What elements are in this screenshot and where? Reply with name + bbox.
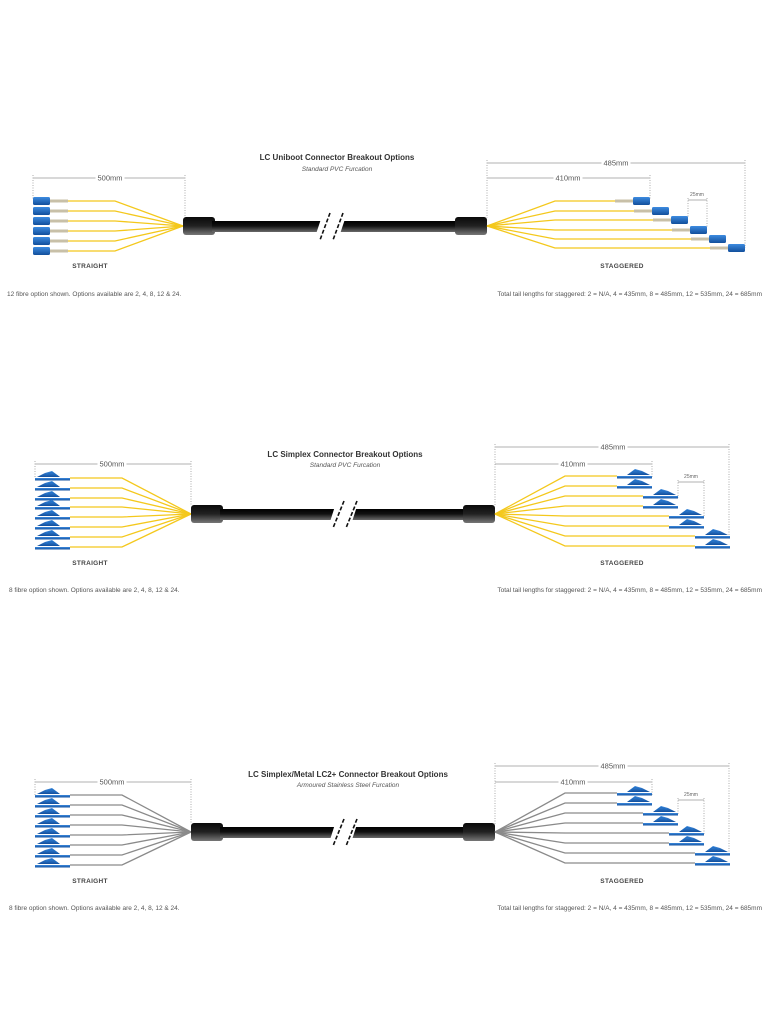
right-simplex-connectors: [617, 786, 730, 866]
fibre-options-note: 8 fibre option shown. Options available …: [9, 587, 180, 594]
tail-lengths-note: Total tail lengths for staggered: 2 = N/…: [497, 291, 762, 298]
straight-label: STRAIGHT: [72, 263, 108, 270]
right-fibres: [494, 475, 695, 547]
staggered-first-length-label: 410mm: [558, 777, 588, 787]
tail-lengths-note: Total tail lengths for staggered: 2 = N/…: [497, 905, 762, 912]
left-simplex-connectors: [35, 471, 70, 550]
panel-subtitle: Standard PVC Furcation: [309, 462, 381, 469]
simplex-metal-diagram: [34, 763, 730, 868]
stagger-step-label: 25mm: [690, 192, 704, 198]
panel-simplex: LC Simplex Connector Breakout Options St…: [9, 442, 762, 594]
staggered-label: STAGGERED: [600, 878, 644, 885]
stagger-step-label: 25mm: [684, 792, 698, 798]
left-uniboot-connectors: [33, 197, 68, 255]
left-armoured-fibres: [70, 794, 192, 866]
panel-uniboot: LC Uniboot Connector Breakout Options St…: [0, 0, 768, 320]
trunk-cable: [191, 818, 495, 847]
right-armoured-fibres: [494, 792, 695, 864]
simplex-diagram: [34, 444, 730, 550]
right-fibres: [486, 200, 710, 249]
straight-label: STRAIGHT: [72, 878, 108, 885]
panel-title: LC Simplex/Metal LC2+ Connector Breakout…: [248, 770, 448, 779]
tail-lengths-note: Total tail lengths for staggered: 2 = N/…: [497, 587, 762, 594]
straight-length-label: 500mm: [95, 173, 125, 183]
fibre-options-note: 12 fibre option shown. Options available…: [7, 291, 182, 298]
panel-subtitle: Armoured Stainless Steel Furcation: [296, 782, 400, 789]
left-simplex-connectors: [35, 788, 70, 868]
staggered-total-length-label: 485mm: [601, 158, 631, 168]
fibre-options-note: 8 fibre option shown. Options available …: [9, 905, 180, 912]
staggered-label: STAGGERED: [600, 560, 644, 567]
trunk-cable: [183, 212, 487, 241]
right-uniboot-connectors: [615, 197, 745, 252]
stagger-step-label: 25mm: [684, 474, 698, 480]
staggered-total-length-label: 485mm: [598, 442, 628, 452]
straight-length-label: 500mm: [97, 777, 127, 787]
panel-simplex-metal: LC Simplex/Metal LC2+ Connector Breakout…: [9, 761, 762, 912]
straight-label: STRAIGHT: [72, 560, 108, 567]
panel-title: LC Uniboot Connector Breakout Options: [259, 153, 415, 162]
staggered-first-length-label: 410mm: [558, 459, 588, 469]
staggered-first-length-label: 410mm: [553, 173, 583, 183]
panel-subtitle: Standard PVC Furcation: [301, 166, 373, 173]
straight-length-label: 500mm: [97, 459, 127, 469]
uniboot-diagram: [32, 160, 746, 255]
panel-title: LC Simplex Connector Breakout Options: [267, 450, 423, 459]
right-simplex-connectors: [617, 469, 730, 549]
left-fibres: [70, 477, 192, 548]
trunk-cable: [191, 500, 495, 529]
staggered-total-length-label: 485mm: [598, 761, 628, 771]
left-fibres: [68, 200, 184, 252]
staggered-label: STAGGERED: [600, 263, 644, 270]
